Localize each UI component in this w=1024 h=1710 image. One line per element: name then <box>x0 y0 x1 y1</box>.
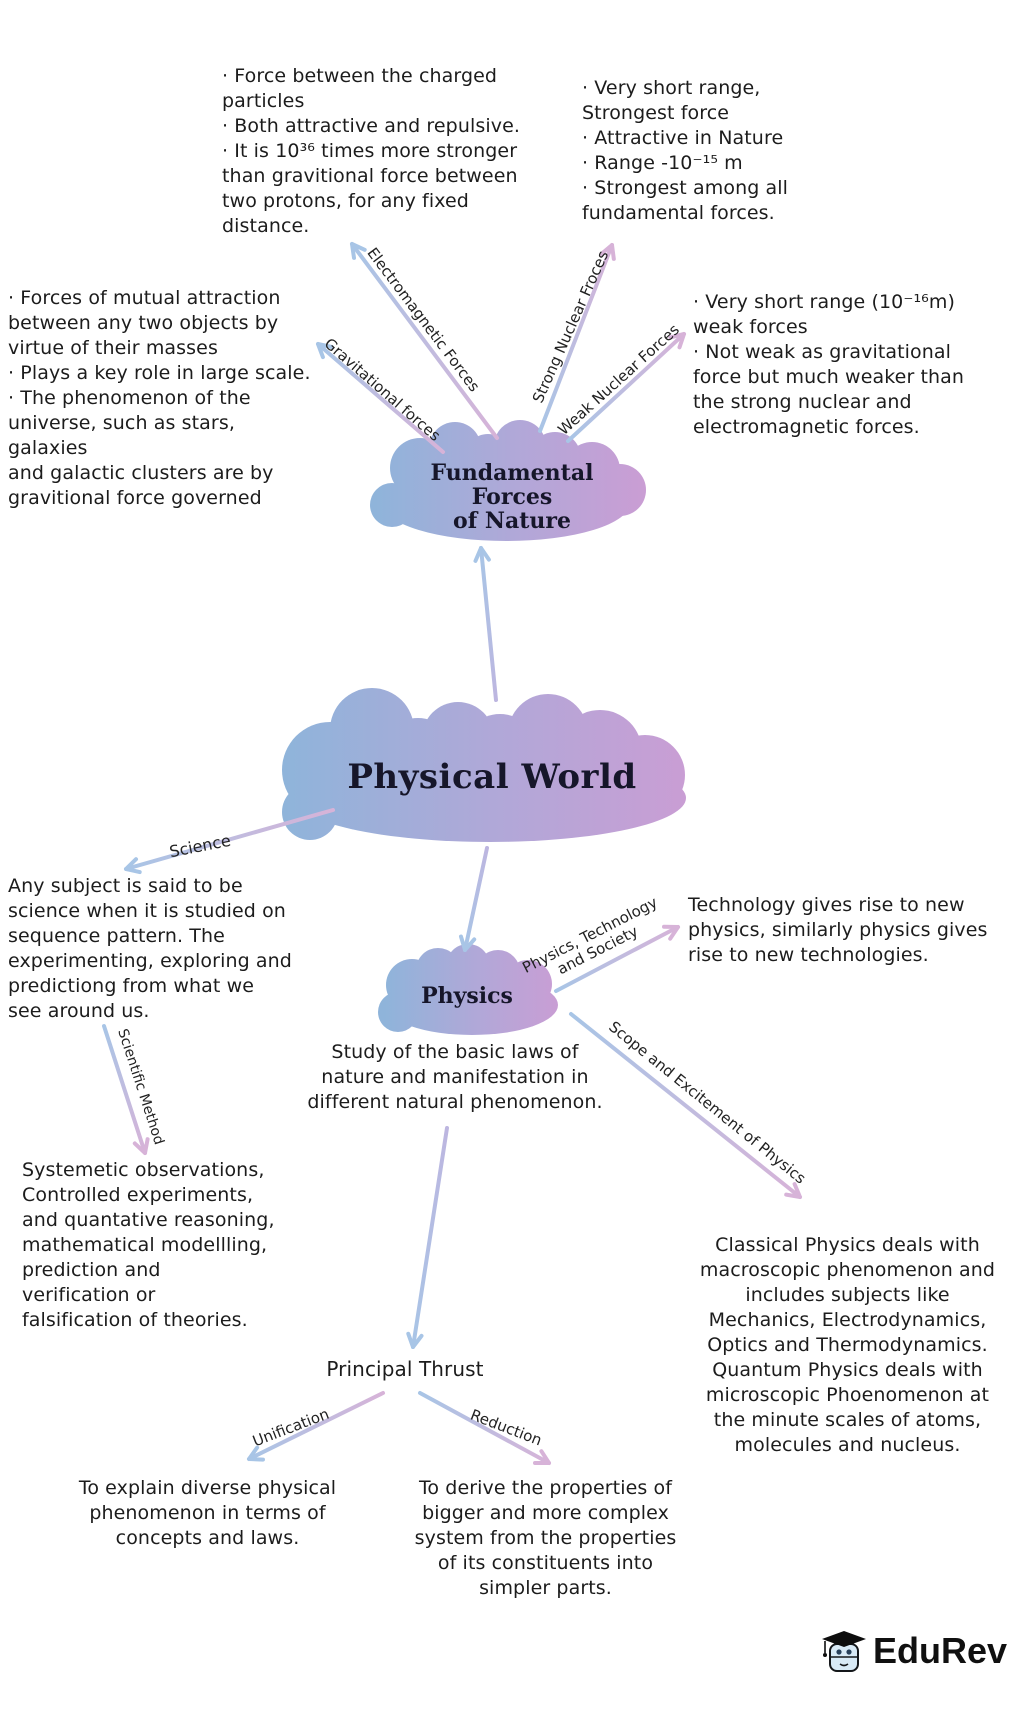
reduction-arrow <box>418 1391 551 1465</box>
strong-nuclear-note: · Very short range, Strongest force · At… <box>582 77 789 224</box>
reduction-note: To derive the properties of bigger and m… <box>414 1477 677 1599</box>
scope-excitement-note: Classical Physics deals with macroscopic… <box>699 1234 996 1456</box>
physical-world-cloud <box>282 688 686 842</box>
physics-cloud <box>378 944 558 1035</box>
physical-world-to-physics-arrow <box>459 846 489 952</box>
technology-note: Technology gives rise to new physics, si… <box>688 894 988 966</box>
connector-arrows <box>102 242 802 1465</box>
strong-nuclear-forces-arrow <box>538 243 616 433</box>
physics-technology-society-arrow <box>554 924 680 993</box>
principal-thrust-arrow <box>406 1126 449 1349</box>
scientific-method-arrow <box>102 1024 150 1155</box>
physical-world-to-fundamental-arrow <box>473 546 498 702</box>
edurev-logo[interactable]: EduRev <box>818 1624 1007 1678</box>
scientific-method-note: Systemetic observations, Controlled expe… <box>22 1159 275 1331</box>
unification-arrow <box>247 1391 385 1462</box>
fundamental-forces-title: Fundamental Forces of Nature <box>430 460 594 534</box>
physics-definition-note: Study of the basic laws of nature and ma… <box>307 1041 603 1113</box>
fundamental-forces-cloud <box>370 420 646 541</box>
scope-excitement-arrow <box>569 1012 802 1199</box>
electromagnetic-note: · Force between the charged particles · … <box>222 65 521 237</box>
weak-nuclear-forces-arrow <box>566 332 686 443</box>
gravitational-note: · Forces of mutual attraction between an… <box>8 287 311 509</box>
edurev-graduate-icon <box>822 1631 866 1672</box>
gravitational-forces-arrow <box>316 342 445 454</box>
weak-nuclear-note: · Very short range (10⁻¹⁶m) weak forces … <box>693 291 965 438</box>
physical-world-title: Physical World <box>347 757 637 797</box>
physics-title: Physics <box>421 983 513 1009</box>
edurev-logo-text: EduRev <box>873 1630 1008 1671</box>
science-note: Any subject is said to be science when i… <box>8 875 292 1022</box>
principal-thrust-label: Principal Thrust <box>326 1357 484 1381</box>
unification-note: To explain diverse physical phenomenon i… <box>78 1477 337 1549</box>
science-arrow <box>124 808 335 875</box>
electromagnetic-forces-arrow <box>350 242 499 440</box>
